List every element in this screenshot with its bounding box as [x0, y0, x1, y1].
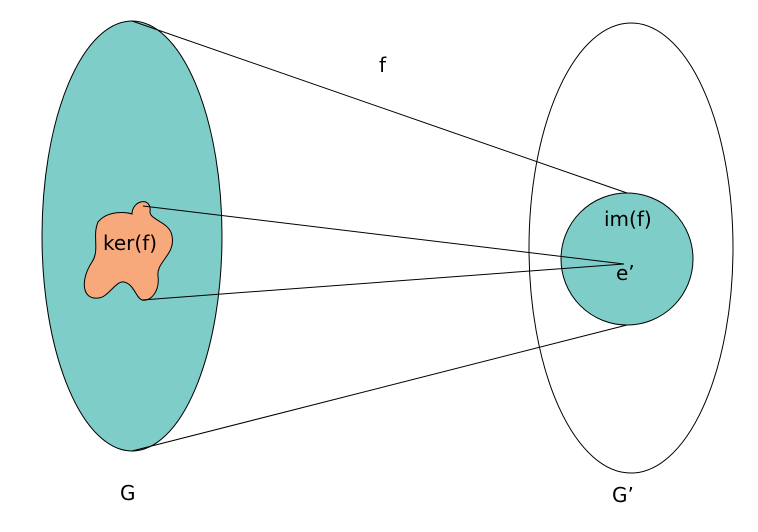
map-line-kernel-bottom	[141, 263, 625, 301]
domain-label: G	[120, 481, 136, 505]
identity-label: e’	[616, 261, 635, 285]
map-label: f	[379, 53, 387, 77]
map-line-bottom-outer	[131, 324, 628, 452]
map-line-kernel-top	[142, 205, 625, 265]
kernel-label: ker(f)	[103, 231, 157, 255]
codomain-label: G’	[612, 483, 634, 507]
image-label: im(f)	[604, 207, 652, 231]
map-line-top-outer	[131, 20, 628, 194]
kernel-blob	[83, 201, 173, 301]
